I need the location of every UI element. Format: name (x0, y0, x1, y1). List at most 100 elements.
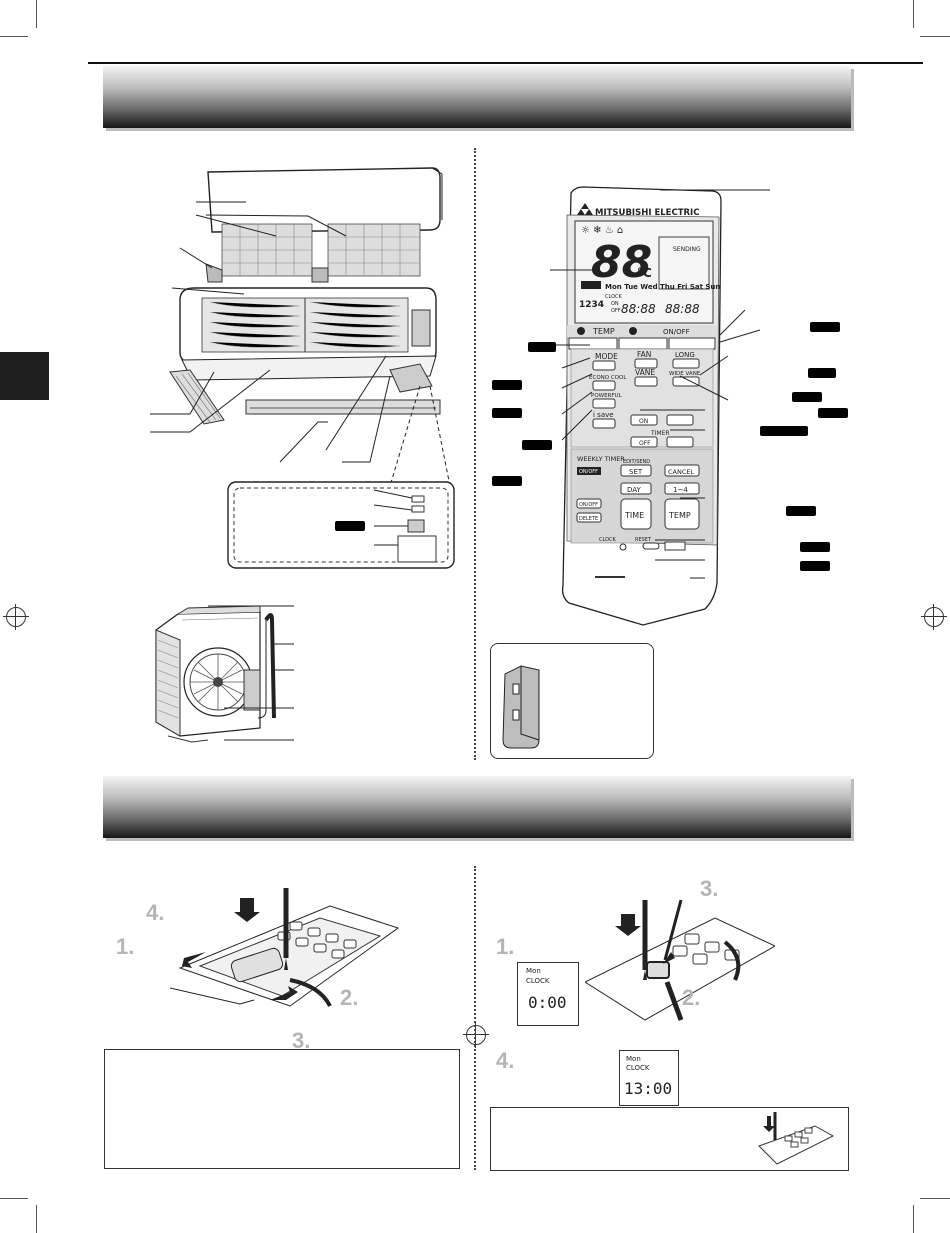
timer-down-button (666, 436, 694, 448)
registration-mark-icon (463, 1022, 489, 1048)
edit-send-label: EDIT/SEND (623, 459, 650, 465)
mode-button (592, 360, 616, 371)
label-badge (760, 426, 808, 436)
clock-display-1-label: CLOCK (526, 977, 550, 985)
chapter-tab (0, 352, 49, 400)
column-divider (474, 866, 476, 1170)
section-header-band-2 (103, 776, 851, 838)
remote-controller: MITSUBISHI ELECTRIC ☼ ❄ ♨ ⌂ 88 °C SENDIN… (561, 186, 722, 626)
timer-on-button (630, 414, 658, 426)
reset-button-label: RESET (635, 537, 652, 543)
clock-step-1: 1. (496, 934, 515, 959)
day-label: DAY (627, 486, 642, 494)
weekly-timer-label: WEEKLY TIMER (577, 455, 625, 463)
column-divider (474, 148, 476, 760)
lcd-timer-right: 88:88 (665, 302, 700, 316)
isave-label: i save (593, 411, 614, 419)
clock-display-2-time: 13:00 (624, 1079, 673, 1098)
timer-onoff-button (576, 498, 602, 509)
clock-display-1-day: Mon (526, 967, 541, 975)
battery-step-3: 3. (292, 1028, 311, 1053)
header-rule (88, 62, 923, 64)
battery-step-4: 4. (146, 900, 165, 925)
label-badge (800, 542, 830, 552)
cancel-button (664, 464, 700, 477)
timer-off-button (630, 436, 658, 448)
clock-display-2-day: Mon (626, 1055, 641, 1063)
lcd-temp-unit: °C (637, 266, 652, 280)
clock-button-label: CLOCK (599, 537, 617, 543)
timer-up-button (666, 414, 694, 426)
cancel-label: CANCEL (668, 468, 694, 476)
label-badge (335, 521, 365, 531)
label-badge (800, 561, 830, 571)
crop-mark (920, 36, 950, 37)
label-badge (808, 368, 836, 378)
vane-label: VANE (635, 368, 655, 377)
fan-label: FAN (637, 350, 651, 359)
clock-step-4: 4. (496, 1048, 515, 1073)
clock-set-diagram (585, 899, 775, 1021)
set-button (620, 464, 652, 477)
clock-display-1-time: 0:00 (528, 993, 567, 1012)
lcd-timer-left: 88:88 (621, 302, 656, 316)
vane-button (634, 376, 658, 387)
lcd-sending: SENDING (673, 246, 701, 253)
lcd-off: OFF (611, 308, 621, 314)
one-to-four-button (664, 482, 700, 495)
powerful-button (592, 398, 616, 409)
label-badge (492, 408, 522, 418)
delete-label: DELETE (579, 516, 598, 522)
powerful-label: POWERFUL (591, 393, 623, 399)
lcd-days: Mon Tue Wed Thu Fri Sat Sun (605, 283, 720, 291)
remote-leaders (550, 189, 770, 579)
clock-step-3: 3. (700, 876, 719, 901)
one-to-four-label: 1~4 (673, 486, 688, 494)
battery-note-box (104, 1049, 460, 1169)
temp-label: TEMP (592, 327, 615, 336)
remote-holder-box (490, 643, 654, 759)
timer-off-label: OFF (639, 440, 651, 447)
lcd-on: ON (611, 301, 619, 307)
isave-button (592, 418, 616, 429)
day-button (620, 482, 652, 495)
crop-mark (913, 0, 914, 28)
battery-install-diagram (170, 888, 400, 1007)
label-badge (492, 476, 522, 486)
clock-display-1: Mon CLOCK 0:00 (517, 962, 579, 1026)
mode-label: MODE (595, 352, 618, 361)
reset-hint-icon (758, 1112, 835, 1165)
timer-label: TIMER (650, 430, 670, 437)
lcd-areas: 1234 (579, 300, 604, 310)
econo-cool-label: ECONO COOL (589, 375, 627, 381)
clock-display-2-label: CLOCK (626, 1064, 650, 1072)
label-badge (818, 408, 848, 418)
clock-note-box (490, 1107, 849, 1171)
wide-vane-button (672, 376, 700, 387)
mitsubishi-logo-icon (577, 203, 593, 215)
label-badge (528, 342, 556, 352)
section-header-band-1 (103, 66, 851, 128)
onoff-label: ON/OFF (663, 328, 690, 336)
crop-mark (0, 36, 28, 37)
label-badge (522, 440, 552, 450)
crop-mark (36, 1205, 37, 1233)
time-label: TIME (624, 511, 644, 520)
crop-mark (920, 1198, 950, 1199)
indoor-unit-diagram (150, 167, 455, 569)
label-badge (792, 392, 822, 402)
label-badge (492, 380, 522, 390)
long-button (672, 358, 700, 369)
registration-mark-icon (3, 604, 29, 630)
long-label: LONG (675, 351, 695, 359)
battery-step-1: 1. (116, 934, 135, 959)
timer-on-label: ON (639, 418, 648, 425)
set-label: SET (629, 468, 643, 476)
brand-logo: MITSUBISHI ELECTRIC (595, 208, 699, 218)
econo-cool-button (592, 380, 616, 391)
crop-mark (36, 0, 37, 28)
outdoor-unit-diagram (155, 605, 294, 743)
clock-display-2: Mon CLOCK 13:00 (619, 1050, 679, 1106)
weekly-onoff-label: ON/OFF (579, 469, 598, 475)
fan-button (634, 358, 658, 369)
